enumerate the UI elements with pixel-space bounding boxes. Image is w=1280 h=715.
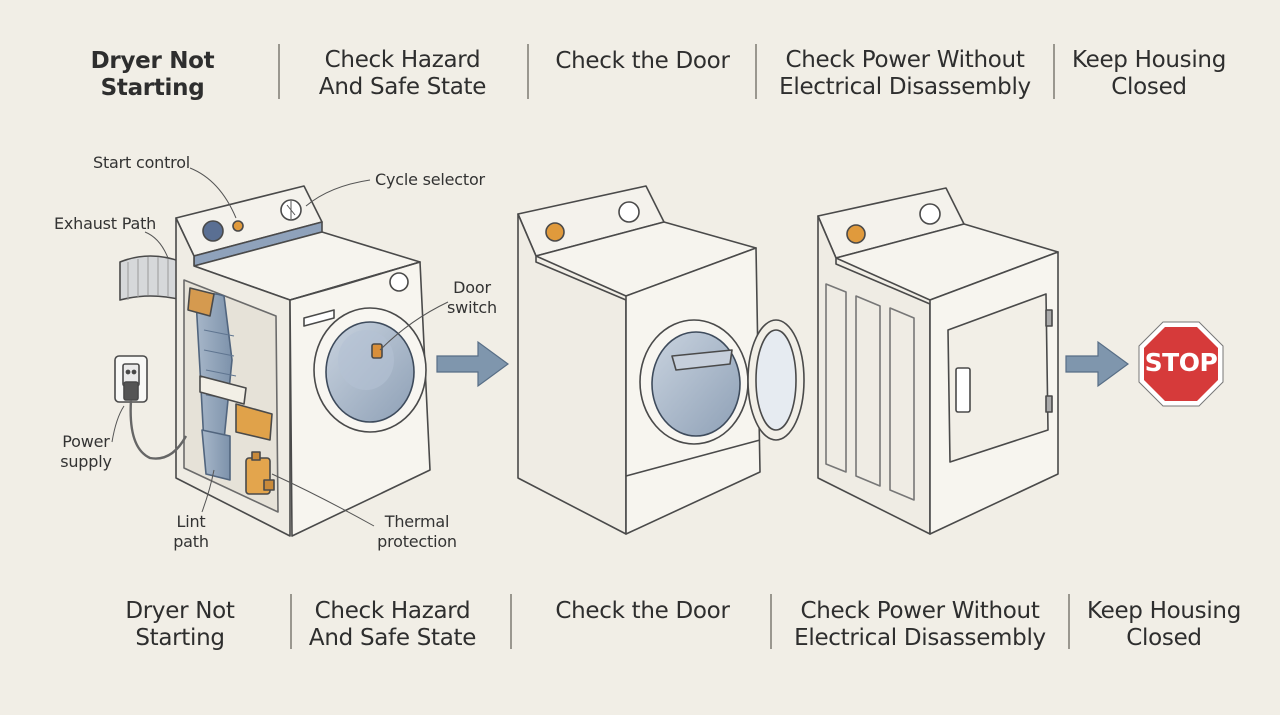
label-power-supply: Power supply	[60, 432, 112, 471]
closed-housing-dryer	[817, 187, 1059, 535]
header-divider	[278, 44, 280, 99]
footer-divider	[770, 594, 772, 649]
step-arrow	[1065, 340, 1130, 388]
footer-step-1: Dryer Not Starting	[125, 598, 235, 651]
footer-step-4: Check Power Without Electrical Disassemb…	[794, 598, 1046, 651]
header-step-2: Check Hazard And Safe State	[318, 47, 487, 100]
cutaway-dryer	[114, 185, 431, 537]
label-door-switch: Door switch	[447, 278, 497, 317]
header-step-5: Keep Housing Closed	[1071, 47, 1227, 100]
header-divider	[755, 44, 757, 99]
footer-divider	[510, 594, 512, 649]
label-exhaust-path: Exhaust Path	[54, 214, 157, 233]
stop-sign-face	[1144, 327, 1218, 401]
footer-step-5: Keep Housing Closed	[1086, 598, 1242, 651]
footer-step-2: Check Hazard And Safe State	[308, 598, 477, 651]
header-divider	[1053, 44, 1055, 99]
label-lint-path: Lint path	[173, 512, 209, 551]
footer-step-3: Check the Door	[555, 598, 730, 624]
footer-divider	[290, 594, 292, 649]
label-thermal-protection: Thermal protection	[377, 512, 457, 551]
callout-lines	[111, 167, 449, 527]
header-step-4: Check Power Without Electrical Disassemb…	[779, 47, 1031, 100]
header-step-3: Check the Door	[555, 48, 730, 74]
label-start-control: Start control	[93, 153, 191, 172]
label-cycle-selector: Cycle selector	[375, 170, 485, 189]
footer-divider	[1068, 594, 1070, 649]
door-open-dryer	[517, 185, 805, 535]
step-arrow	[436, 340, 510, 388]
stop-sign-text: STOP	[1144, 348, 1218, 377]
header-step-1: Dryer Not Starting	[90, 48, 215, 101]
exhaust-duct	[119, 255, 183, 301]
header-divider	[527, 44, 529, 99]
